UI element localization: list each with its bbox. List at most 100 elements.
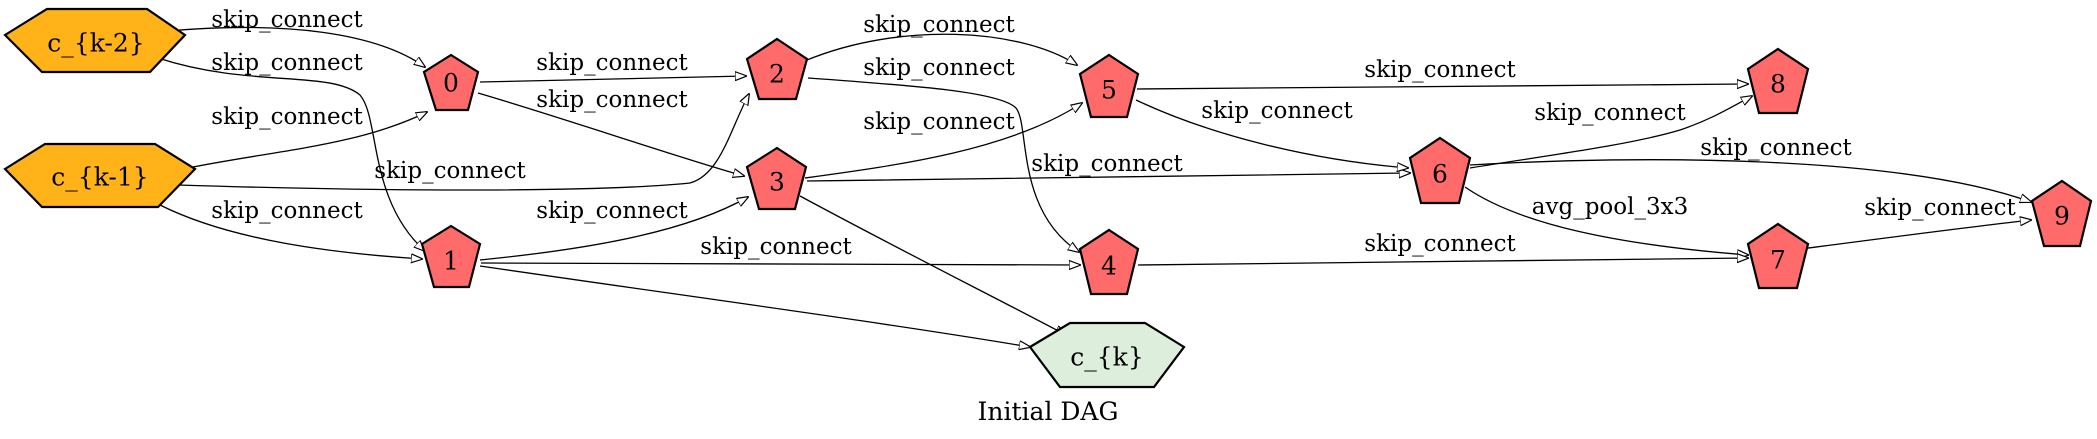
edge-2-to-4: skip_connect: [807, 55, 1079, 252]
node-9[interactable]: 9: [2030, 179, 2093, 248]
edge-label: skip_connect: [211, 198, 363, 224]
edge-label: skip_connect: [536, 198, 688, 224]
edge-label: skip_connect: [211, 104, 363, 130]
edge-label: skip_connect: [1364, 57, 1516, 83]
edge-7-to-9: skip_connect: [1777, 195, 2031, 253]
edge-3-to-6: skip_connect: [806, 151, 1410, 182]
edge-label: skip_connect: [374, 158, 526, 184]
op-node-shape: [745, 37, 809, 101]
op-node-shape: [420, 224, 482, 289]
node-ck2[interactable]: c_{k-2}: [3, 7, 187, 74]
input-node-shape: [3, 142, 197, 209]
edge-ck2-to-0: skip_connect: [147, 7, 425, 67]
edge-label: skip_connect: [1534, 100, 1686, 126]
op-node-shape: [1078, 53, 1140, 119]
input-node-shape: [3, 7, 187, 74]
node-7[interactable]: 7: [1746, 222, 1810, 290]
edge-line: [157, 57, 425, 251]
edge-1-to-ck: [479, 265, 1030, 347]
edge-label: skip_connect: [211, 7, 363, 33]
node-label: 4: [1101, 252, 1117, 281]
edge-ck1-to-0: skip_connect: [192, 104, 427, 168]
edge-6-to-7: avg_pool_3x3: [1464, 186, 1748, 255]
node-3[interactable]: 3: [745, 146, 808, 211]
edge-1-to-3: skip_connect: [479, 197, 748, 261]
edge-line: [1136, 84, 1748, 90]
edge-3-to-ck: [799, 195, 1066, 335]
edge-label: skip_connect: [1864, 195, 2016, 221]
edge-label: skip_connect: [863, 55, 1015, 81]
edge-1-to-4: skip_connect: [480, 234, 1080, 265]
node-1[interactable]: 1: [420, 224, 482, 289]
edge-line: [479, 76, 746, 83]
edge-line: [804, 103, 1082, 179]
edge-0-to-2: skip_connect: [479, 50, 746, 83]
edge-label: skip_connect: [1700, 135, 1852, 161]
edge-line: [1469, 159, 2031, 202]
op-node-shape: [745, 146, 808, 211]
edge-line: [799, 195, 1066, 335]
nodes: c_{k-2} c_{k-1} 0 1 2 3 4: [3, 7, 2093, 389]
edge-6-to-9: skip_connect: [1469, 135, 2031, 202]
edge-line: [192, 112, 427, 168]
edge-label: skip_connect: [1201, 98, 1353, 124]
edge-label: skip_connect: [863, 109, 1015, 135]
node-0[interactable]: 0: [422, 53, 480, 112]
node-label: 3: [769, 168, 785, 197]
node-label: 2: [769, 60, 785, 89]
edges: skip_connect skip_connect skip_connect s…: [147, 7, 2031, 347]
edge-4-to-7: skip_connect: [1137, 231, 1748, 266]
op-node-shape: [1408, 136, 1472, 205]
node-label: 7: [1770, 246, 1786, 275]
edge-label: skip_connect: [700, 234, 852, 260]
node-ck[interactable]: c_{k}: [1028, 321, 1186, 389]
edge-line: [1777, 220, 2031, 253]
edge-line: [1464, 186, 1748, 255]
edge-line: [1469, 96, 1752, 169]
edge-label: skip_connect: [536, 87, 688, 113]
op-node-shape: [1746, 222, 1810, 290]
edge-line: [806, 173, 1410, 182]
node-8[interactable]: 8: [1746, 47, 1810, 115]
edge-3-to-5: skip_connect: [804, 103, 1082, 179]
edge-ck1-to-1: skip_connect: [159, 198, 422, 259]
edge-line: [479, 197, 748, 261]
node-5[interactable]: 5: [1078, 53, 1140, 119]
node-ck1[interactable]: c_{k-1}: [3, 142, 197, 209]
edge-0-to-3: skip_connect: [477, 87, 744, 176]
edge-line: [159, 204, 422, 259]
node-4[interactable]: 4: [1078, 228, 1140, 296]
edge-label: skip_connect: [211, 50, 363, 76]
node-label: c_{k}: [1070, 343, 1143, 372]
edge-5-to-6: skip_connect: [1135, 98, 1408, 168]
edge-label: skip_connect: [1364, 231, 1516, 257]
op-node-shape: [1078, 228, 1140, 296]
output-node-shape: [1028, 321, 1186, 389]
node-2[interactable]: 2: [745, 37, 809, 101]
edge-ck2-to-1: skip_connect: [157, 50, 425, 251]
edge-line: [479, 265, 1030, 347]
node-6[interactable]: 6: [1408, 136, 1472, 205]
edge-line: [477, 92, 744, 176]
edge-label: skip_connect: [1031, 151, 1183, 177]
op-node-shape: [2030, 179, 2093, 248]
node-label: 8: [1770, 70, 1786, 99]
edge-line: [1135, 99, 1408, 168]
edge-line: [480, 263, 1080, 265]
edge-line: [147, 26, 425, 67]
edge-6-to-8: skip_connect: [1469, 96, 1752, 169]
node-label: 9: [2054, 202, 2070, 231]
edge-label: skip_connect: [536, 50, 688, 76]
node-label: c_{k-2}: [47, 29, 144, 58]
op-node-shape: [1746, 47, 1810, 115]
edge-2-to-5: skip_connect: [806, 12, 1077, 65]
node-label: 0: [443, 69, 459, 98]
edge-line: [806, 33, 1077, 65]
edge-label: avg_pool_3x3: [1532, 194, 1688, 220]
edge-line: [807, 77, 1079, 252]
node-label: 1: [443, 247, 459, 276]
edge-line: [177, 94, 749, 191]
edge-label: skip_connect: [863, 12, 1015, 38]
edge-line: [1137, 258, 1748, 266]
